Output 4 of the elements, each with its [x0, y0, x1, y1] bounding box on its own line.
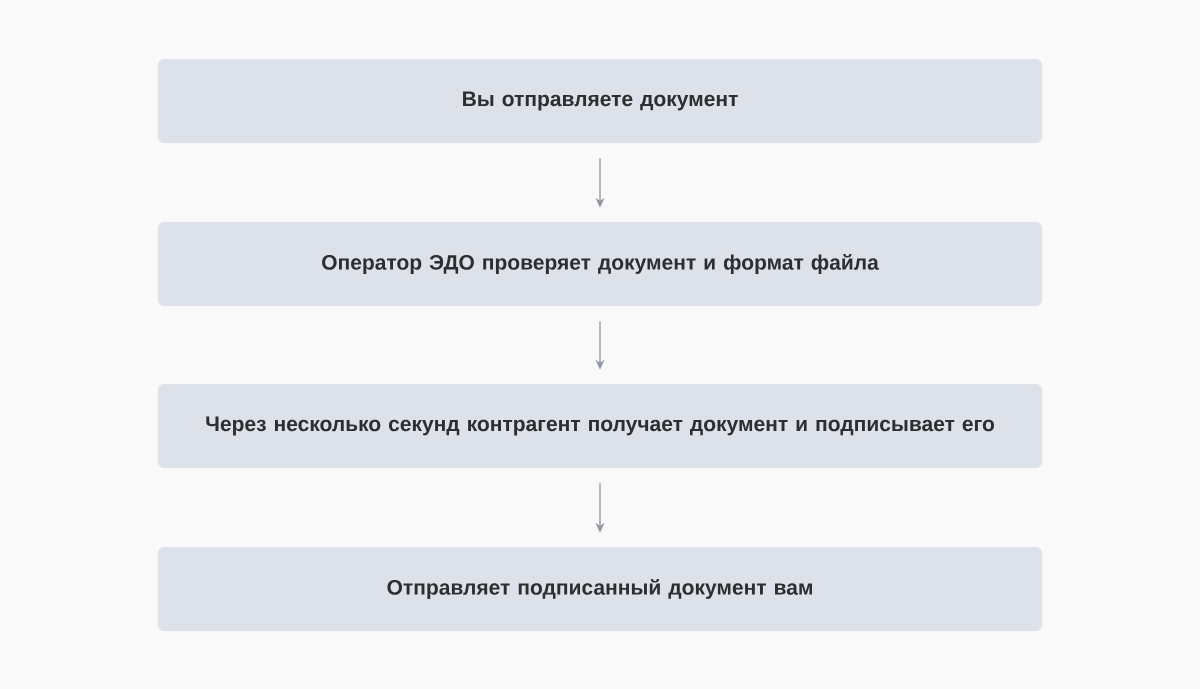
process-box: Отправляет подписанный документ вам	[158, 547, 1042, 631]
process-box: Вы отправляете документ	[158, 59, 1042, 143]
process-box: Оператор ЭДО проверяет документ и формат файла	[158, 222, 1042, 306]
process-box: Через несколько секунд контрагент получает документ и подписывает его	[158, 384, 1042, 468]
